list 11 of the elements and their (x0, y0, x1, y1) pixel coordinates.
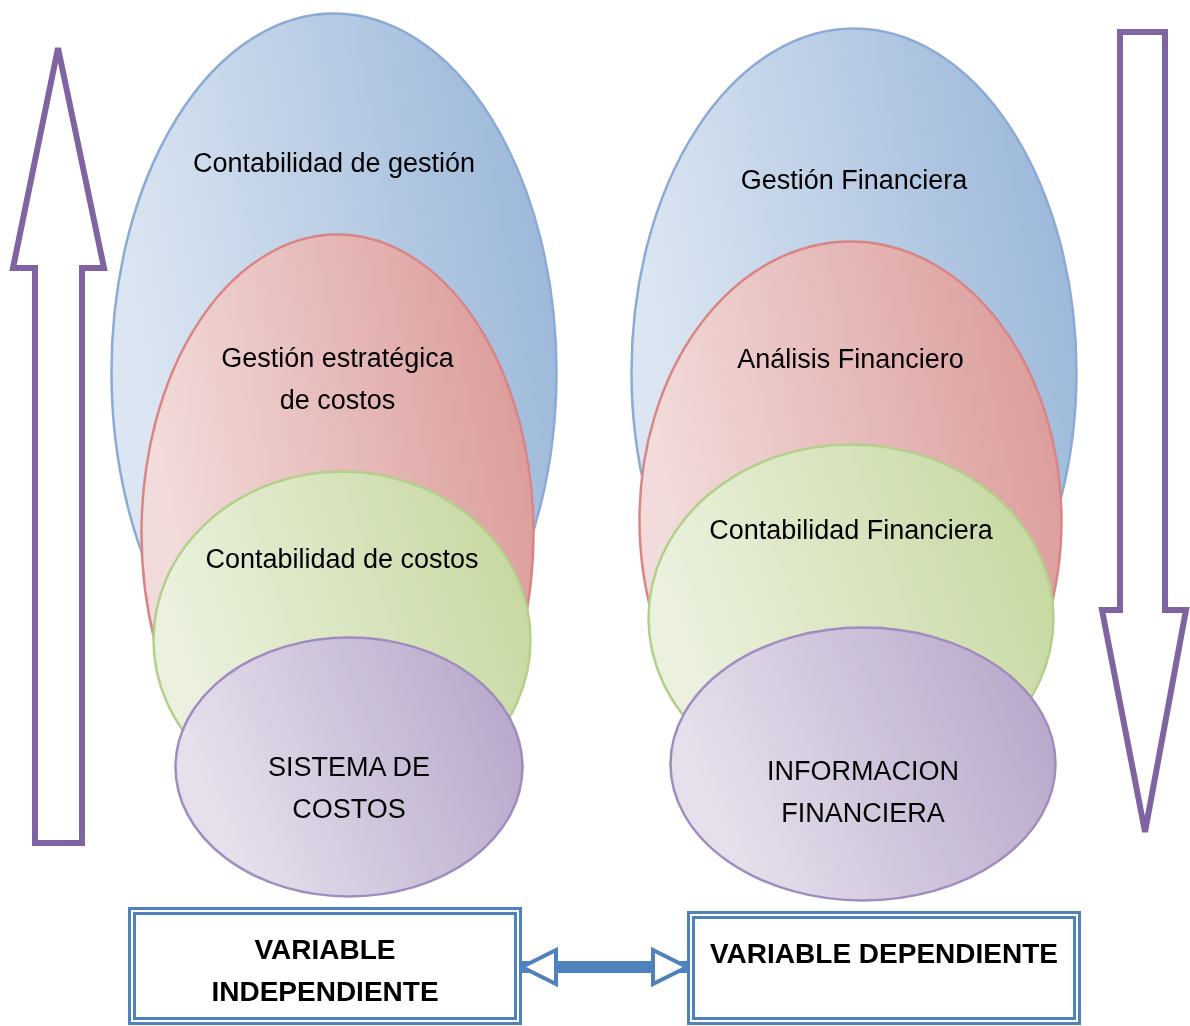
box-label: VARIABLE DEPENDIENTE (709, 937, 1059, 971)
double-arrow (520, 948, 689, 986)
ellipse-label: INFORMACION FINANCIERA (766, 755, 960, 830)
box-label: VARIABLE INDEPENDIENTE (210, 933, 440, 1009)
ellipse-label: Contabilidad Financiera (708, 514, 994, 547)
ellipse-label: Contabilidad de costos (204, 543, 480, 576)
ellipse-label: Gestión estratégica de costos (220, 342, 455, 417)
ellipse-label: Gestión Financiera (739, 164, 969, 197)
ellipse-label: Contabilidad de gestión (191, 147, 477, 180)
ellipse-label: SISTEMA DE COSTOS (266, 751, 431, 826)
ellipse-label: Análisis Financiero (736, 343, 965, 376)
